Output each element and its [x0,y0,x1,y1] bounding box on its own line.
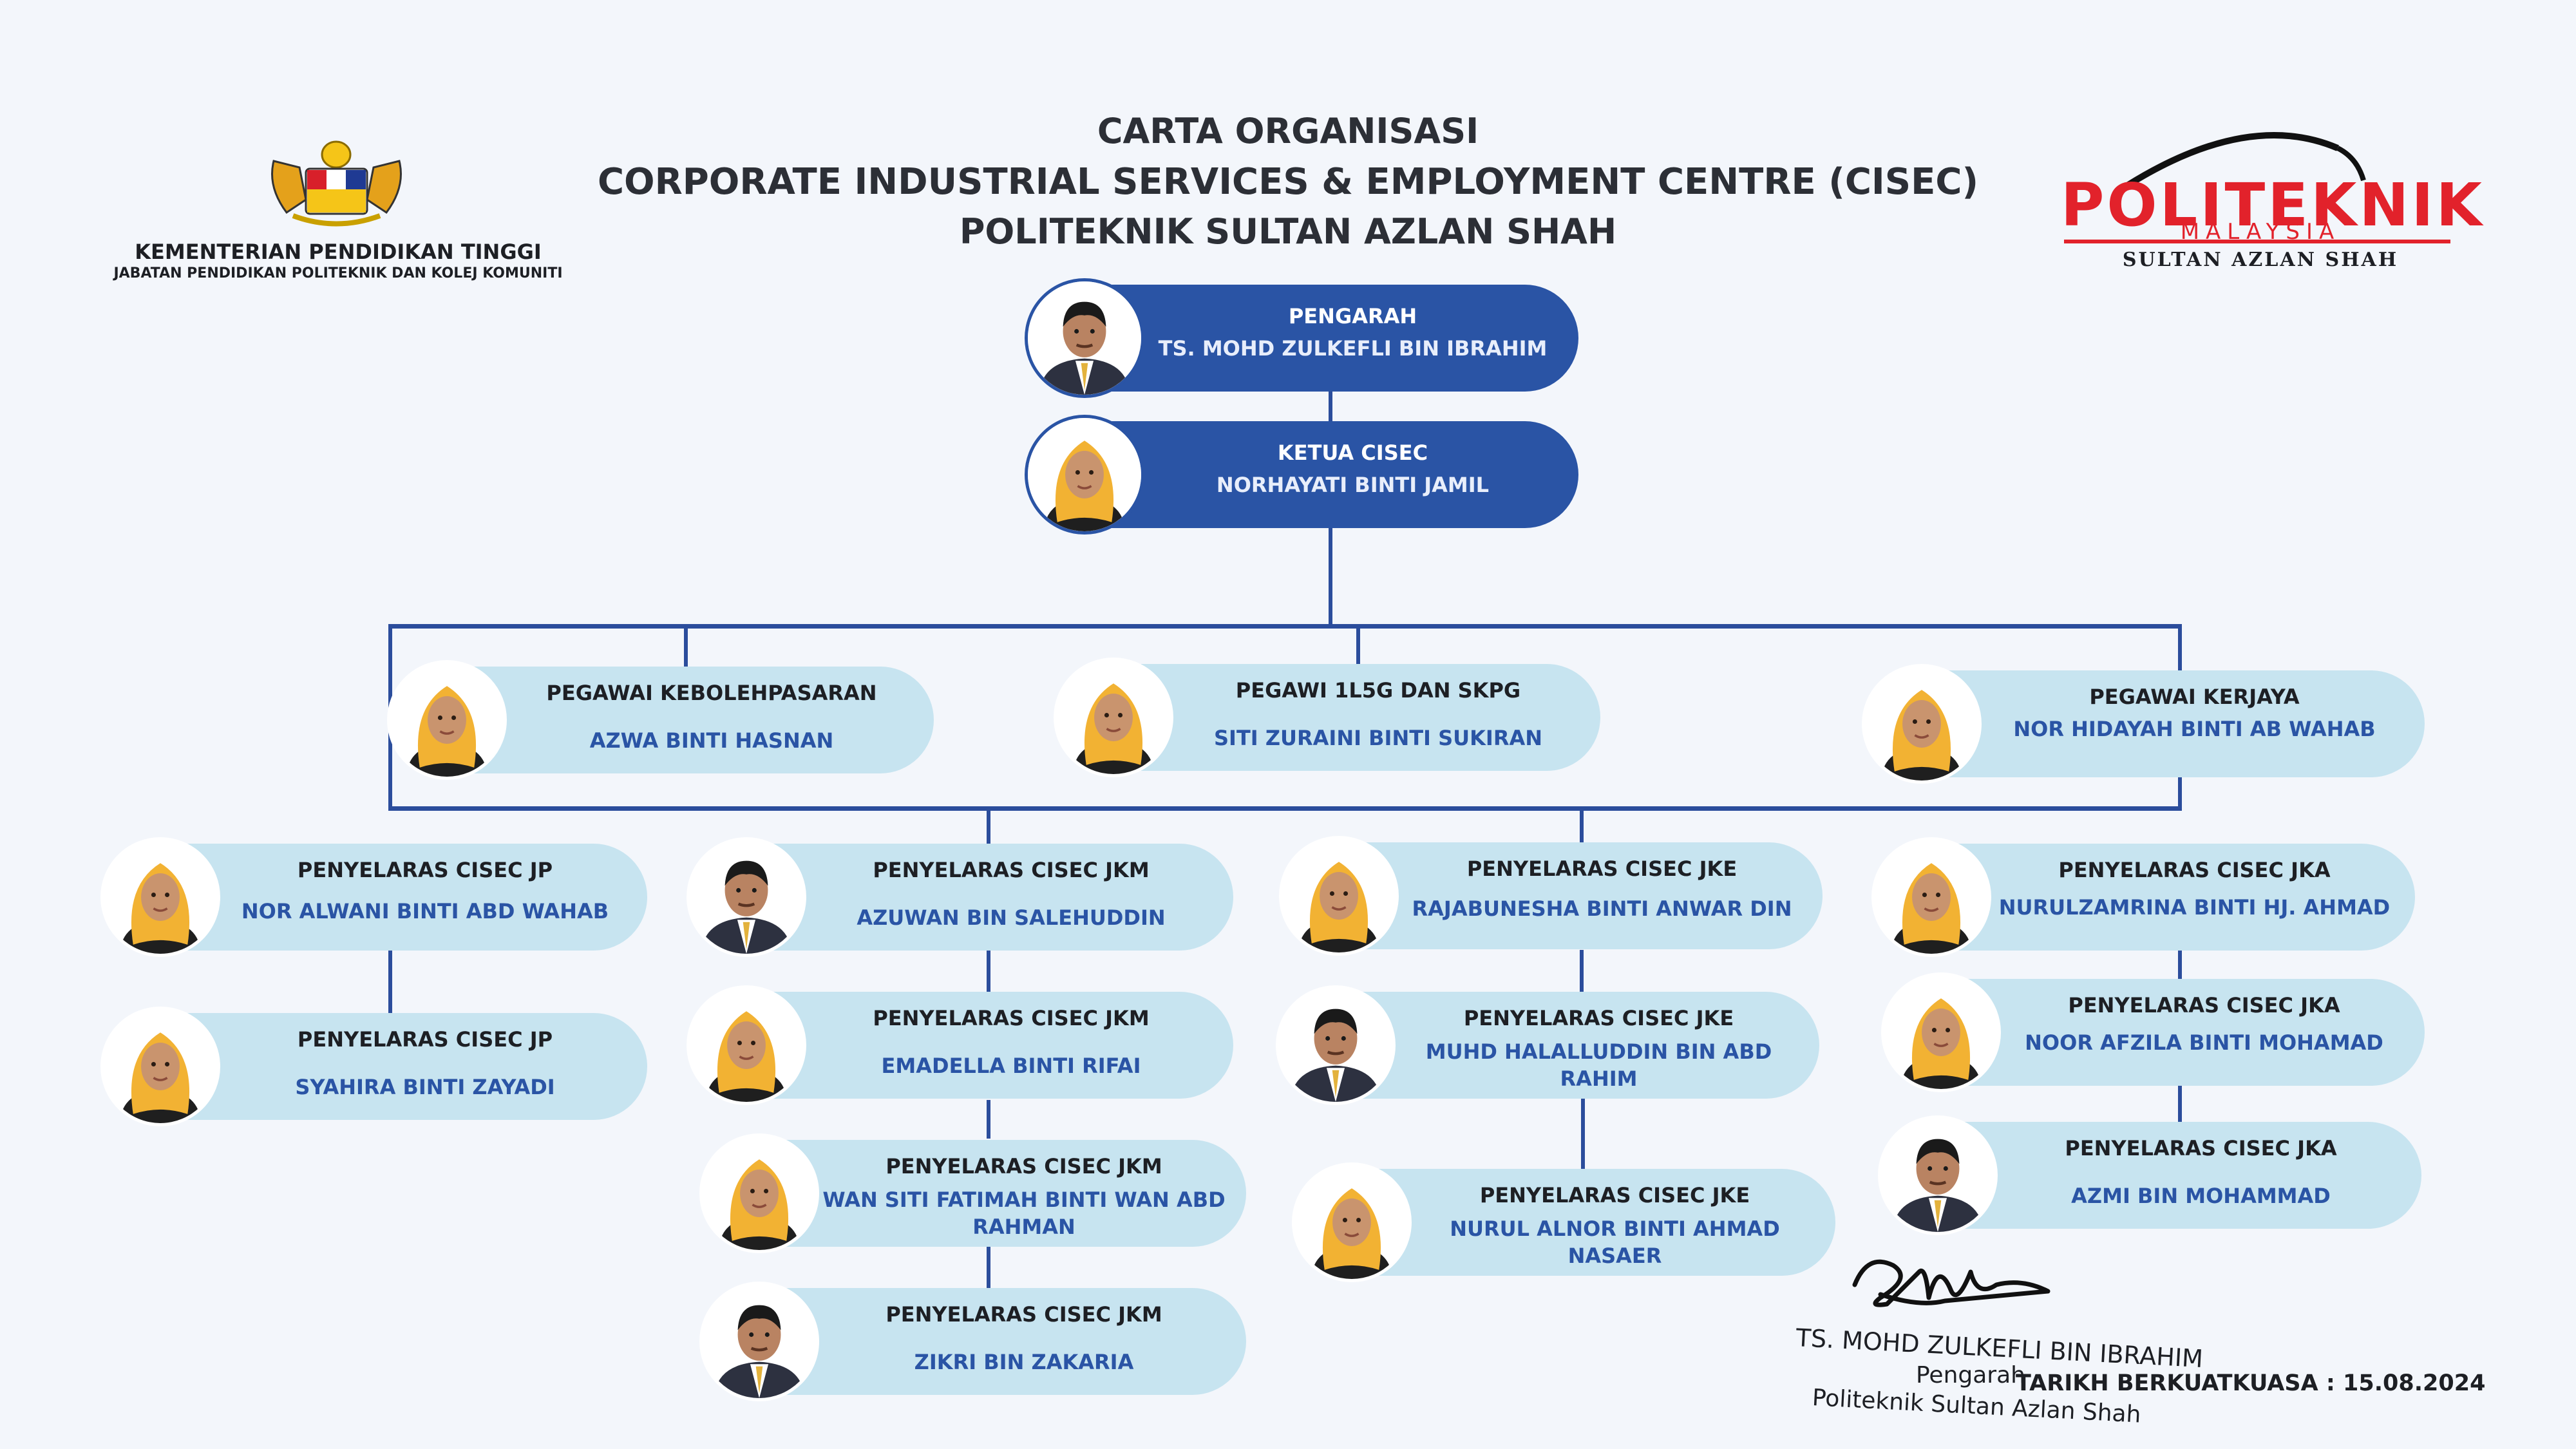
node-jke-3: PENYELARAS CISEC JKE NURUL ALNOR BINTI A… [1292,1162,1835,1282]
node-officer-kebolehpasaran: PEGAWAI KEBOLEHPASARAN AZWA BINTI HASNAN [387,660,934,780]
avatar-female [1881,972,2001,1092]
avatar-female [1054,658,1173,777]
politeknik-underline [2064,240,2450,243]
node-name: NOR ALWANI BINTI ABD WAHAB [241,899,609,923]
node-jke-1: PENYELARAS CISEC JKE RAJABUNESHA BINTI A… [1279,836,1823,956]
avatar-female [1871,837,1991,957]
connector [1329,526,1332,627]
avatar-female [387,660,507,780]
connector [1580,950,1584,992]
node-name: NURUL ALNOR BINTI AHMAD NASAER [1450,1217,1780,1268]
connector [987,1100,990,1139]
node-role: PEGAWAI KEBOLEHPASARAN [546,681,877,705]
node-role: KETUA CISEC [1277,440,1428,465]
signatory-title: Pengarah [1916,1362,2025,1388]
avatar-female [1279,836,1399,956]
node-name: EMADELLA BINTI RIFAI [881,1054,1141,1078]
node-role: PENYELARAS CISEC JKM [886,1154,1162,1179]
node-name: SITI ZURAINI BINTI SUKIRAN [1213,726,1543,750]
node-role: PENYELARAS CISEC JKA [2068,993,2340,1018]
avatar-female [699,1133,819,1253]
node-name: NURULZAMRINA BINTI HJ. AHMAD [1998,895,2391,920]
node-name: NOR HIDAYAH BINTI AB WAHAB [2013,717,2376,741]
node-name: WAN SITI FATIMAH BINTI WAN ABD RAHMAN [822,1188,1226,1239]
avatar-male [687,837,806,957]
node-name: RAJABUNESHA BINTI ANWAR DIN [1412,896,1792,921]
node-pengarah: PENGARAH TS. MOHD ZULKEFLI BIN IBRAHIM [1025,278,1578,398]
node-jkm-4: PENYELARAS CISEC JKM ZIKRI BIN ZAKARIA [699,1282,1246,1401]
connector [2178,1085,2182,1124]
ministry-name: KEMENTERIAN PENDIDIKAN TINGGI [135,240,542,264]
politeknik-logo: POLITEKNIK MALAYSIA SULTAN AZLAN SHAH [2054,122,2482,277]
node-name: AZWA BINTI HASNAN [589,728,834,753]
node-role: PENYELARAS CISEC JKM [873,1006,1150,1030]
connector [1580,806,1584,845]
node-name: NORHAYATI BINTI JAMIL [1216,473,1490,497]
connector [987,950,990,992]
avatar-female [1025,415,1144,535]
node-jka-1: PENYELARAS CISEC JKA NURULZAMRINA BINTI … [1871,837,2415,957]
node-role: PENYELARAS CISEC JKM [886,1302,1162,1327]
connector [2178,950,2182,979]
connector [1581,1099,1585,1170]
connector [388,624,2182,629]
avatar-male [1276,985,1396,1105]
node-name: AZMI BIN MOHAMMAD [2071,1184,2331,1208]
avatar-female [687,985,806,1105]
signature-mark [1842,1246,2074,1317]
institution-name: POLITEKNIK SULTAN AZLAN SHAH [959,211,1617,252]
node-role: PENYELARAS CISEC JP [297,1027,553,1052]
avatar-female [100,1007,220,1126]
node-role: PENYELARAS CISEC JKM [873,858,1150,882]
node-role: PEGAWI 1L5G DAN SKPG [1235,678,1521,703]
connector [1356,624,1360,664]
ministry-logo [261,129,412,232]
node-officer-kerjaya: PEGAWAI KERJAYA NOR HIDAYAH BINTI AB WAH… [1862,664,2425,784]
effective-date: TARIKH BERKUATKUASA : 15.08.2024 [2016,1370,2486,1396]
node-name: SYAHIRA BINTI ZAYADI [295,1075,555,1099]
avatar-male [1878,1115,1998,1235]
node-jp-1: PENYELARAS CISEC JP NOR ALWANI BINTI ABD… [100,837,647,957]
department-name: JABATAN PENDIDIKAN POLITEKNIK DAN KOLEJ … [113,265,563,281]
node-role: PENYELARAS CISEC JKE [1466,857,1738,881]
connector [1329,386,1332,425]
node-jp-2: PENYELARAS CISEC JP SYAHIRA BINTI ZAYADI [100,1007,647,1126]
node-role: PENGARAH [1288,304,1417,328]
node-officer-1l5g: PEGAWI 1L5G DAN SKPG SITI ZURAINI BINTI … [1054,658,1600,777]
node-name: ZIKRI BIN ZAKARIA [914,1350,1134,1374]
avatar-male [699,1282,819,1401]
avatar-female [100,837,220,957]
node-name: TS. MOHD ZULKEFLI BIN IBRAHIM [1158,336,1548,361]
node-jkm-1: PENYELARAS CISEC JKM AZUWAN BIN SALEHUDD… [687,837,1233,957]
avatar-female [1292,1162,1412,1282]
node-role: PENYELARAS CISEC JP [297,858,553,882]
avatar-female [1862,664,1982,784]
node-jka-3: PENYELARAS CISEC JKA AZMI BIN MOHAMMAD [1878,1115,2421,1235]
node-role: PENYELARAS CISEC JKE [1463,1006,1734,1030]
connector [987,806,990,845]
node-jkm-3: PENYELARAS CISEC JKM WAN SITI FATIMAH BI… [699,1133,1246,1253]
politeknik-country: MALAYSIA [2180,219,2341,245]
node-role: PENYELARAS CISEC JKA [2065,1136,2337,1160]
node-name: MUHD HALALLUDDIN BIN ABD RAHIM [1425,1039,1772,1091]
node-name: AZUWAN BIN SALEHUDDIN [857,905,1166,930]
connector [388,950,392,1014]
chart-title: CARTA ORGANISASI [1097,111,1479,151]
connector [987,1244,990,1288]
node-jkm-2: PENYELARAS CISEC JKM EMADELLA BINTI RIFA… [687,985,1233,1105]
node-role: PEGAWAI KERJAYA [2089,685,2300,709]
politeknik-wordmark: POLITEKNIK [2061,171,2485,240]
node-jke-2: PENYELARAS CISEC JKE MUHD HALALLUDDIN BI… [1276,985,1819,1105]
node-role: PENYELARAS CISEC JKE [1479,1183,1750,1208]
politeknik-swoosh-icon [2123,132,2366,190]
node-ketua: KETUA CISEC NORHAYATI BINTI JAMIL [1025,415,1578,535]
connector [684,624,688,669]
politeknik-campus: SULTAN AZLAN SHAH [2122,249,2399,271]
node-jka-2: PENYELARAS CISEC JKA NOOR AFZILA BINTI M… [1881,972,2425,1092]
connector [388,806,2182,811]
centre-name: CORPORATE INDUSTRIAL SERVICES & EMPLOYME… [597,161,1979,203]
node-name: NOOR AFZILA BINTI MOHAMAD [2025,1030,2383,1055]
avatar-male [1025,278,1144,398]
node-role: PENYELARAS CISEC JKA [2058,858,2331,882]
